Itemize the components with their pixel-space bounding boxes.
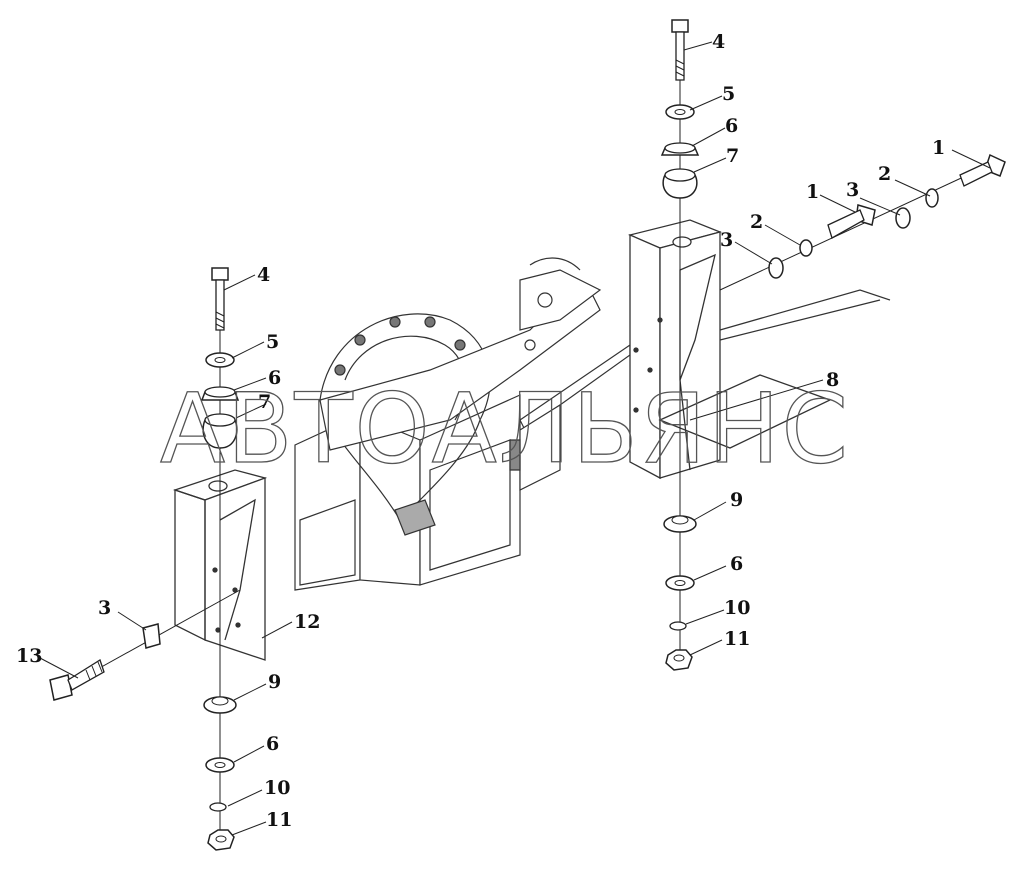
callout-3-left: 3 xyxy=(98,597,111,619)
callout-12: 12 xyxy=(294,611,320,633)
right-fastener-stack xyxy=(660,19,700,671)
callout-11-right: 11 xyxy=(724,628,750,650)
callout-4-right: 4 xyxy=(712,31,725,53)
callout-10-left: 10 xyxy=(264,777,290,799)
watermark-text: АВТОАЛЬЯНС xyxy=(160,373,850,485)
callout-8: 8 xyxy=(826,369,839,391)
callout-10-right: 10 xyxy=(724,597,750,619)
callout-labels: 4 5 6 7 1 1 2 2 3 3 8 9 6 10 11 4 5 6 7 … xyxy=(16,31,945,831)
callout-6-right: 6 xyxy=(725,115,738,137)
callout-2-mid: 2 xyxy=(750,211,763,233)
callout-5-right: 5 xyxy=(722,83,735,105)
callout-6-left: 6 xyxy=(268,367,281,389)
callout-6b-left: 6 xyxy=(266,733,279,755)
callout-11-left: 11 xyxy=(266,809,292,831)
callout-4-left: 4 xyxy=(257,264,270,286)
chassis-frame xyxy=(294,257,631,591)
right-horizontal-fasteners xyxy=(719,153,1006,291)
leader-lines xyxy=(39,41,991,836)
callout-7-left: 7 xyxy=(258,391,271,413)
callout-9-left: 9 xyxy=(268,671,281,693)
callout-7-right: 7 xyxy=(726,145,739,167)
left-fastener-stack xyxy=(200,267,240,851)
right-bracket xyxy=(627,219,891,480)
left-horizontal-fasteners xyxy=(49,589,241,701)
callout-1-mid: 1 xyxy=(806,181,819,203)
callout-5-left: 5 xyxy=(266,331,279,353)
callout-2-far: 2 xyxy=(878,163,891,185)
callout-3-mid: 3 xyxy=(720,229,733,251)
callout-1-far: 1 xyxy=(932,137,945,159)
callout-6b-right: 6 xyxy=(730,553,743,575)
callout-13: 13 xyxy=(16,645,42,667)
callout-9-right: 9 xyxy=(730,489,743,511)
callout-3-far: 3 xyxy=(846,179,859,201)
